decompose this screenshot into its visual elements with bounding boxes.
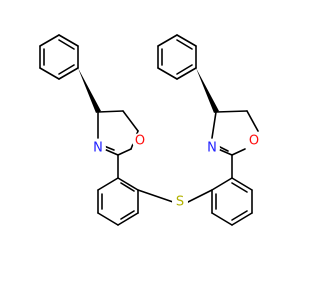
- molecule-structure-diagram: N O N O S: [39, 34, 262, 226]
- label-background: [132, 133, 148, 149]
- bond: [215, 110, 248, 113]
- bond: [122, 110, 139, 132]
- bond: [58, 34, 79, 47]
- bond-double: [58, 39, 75, 50]
- bond: [211, 111, 217, 139]
- bond: [246, 110, 259, 132]
- nitrogen-atom-label-right: N: [207, 141, 217, 156]
- bond: [39, 34, 60, 47]
- bond: [211, 212, 233, 226]
- bond-double: [231, 210, 248, 221]
- bond: [58, 67, 79, 80]
- oxygen-atom-label-right: O: [249, 134, 259, 149]
- bond: [117, 212, 139, 226]
- bond: [137, 189, 174, 203]
- bond: [187, 189, 213, 203]
- bond: [176, 67, 197, 80]
- bond: [231, 148, 246, 156]
- bond: [157, 34, 178, 47]
- right-phenyl-ring: [157, 34, 197, 80]
- bond: [39, 67, 60, 80]
- oxygen-atom-label-left: O: [135, 134, 145, 149]
- bond-double: [231, 182, 248, 193]
- bond-double: [58, 64, 75, 75]
- bond: [117, 148, 132, 156]
- right-benzene-ring: [211, 177, 253, 226]
- bond: [211, 177, 233, 191]
- label-background: [172, 194, 188, 210]
- bond: [176, 34, 197, 47]
- nitrogen-atom-label-left: N: [93, 141, 103, 156]
- label-background: [246, 133, 262, 149]
- label-background: [204, 140, 220, 156]
- bond: [103, 148, 119, 156]
- left-benzene-ring: [97, 154, 139, 226]
- bond: [97, 212, 119, 226]
- bond-double: [120, 182, 135, 192]
- bond: [97, 110, 124, 113]
- bond: [217, 148, 233, 156]
- bond: [231, 212, 253, 226]
- left-phenyl-ring: [39, 34, 79, 80]
- atom-labels: N O N O S: [90, 133, 262, 210]
- label-background: [90, 140, 106, 156]
- bond-double: [176, 64, 193, 75]
- wedge-bond: [78, 68, 101, 113]
- bond: [157, 67, 178, 80]
- bond: [117, 177, 139, 191]
- bond: [97, 177, 119, 191]
- wedge-bond: [196, 68, 219, 113]
- bond-double: [120, 210, 135, 220]
- sulfur-atom-label: S: [176, 195, 184, 210]
- bond-double: [176, 39, 193, 50]
- bond: [231, 177, 253, 191]
